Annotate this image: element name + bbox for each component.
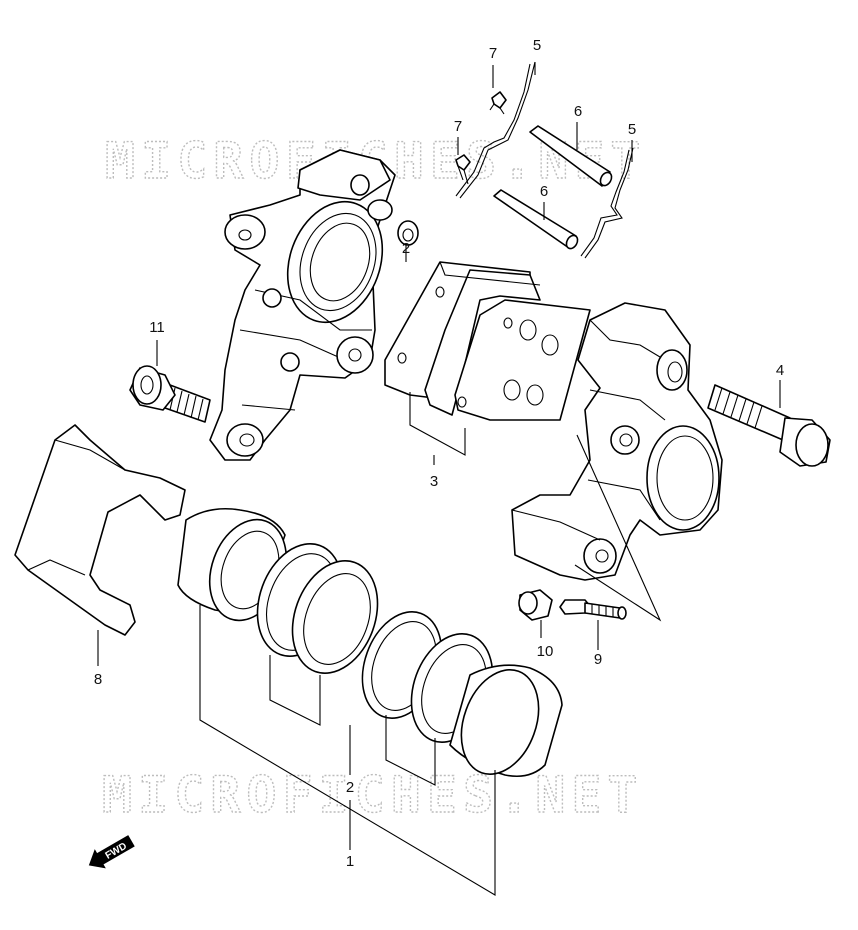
bleeder-valve-part-9 bbox=[559, 599, 627, 620]
callout-10: 10 bbox=[537, 643, 554, 660]
callout-7-lower: 7 bbox=[454, 118, 462, 135]
fwd-label: FWD bbox=[104, 841, 129, 862]
clip-part-7-upper bbox=[489, 91, 507, 115]
callout-5-right: 5 bbox=[628, 121, 636, 138]
callout-numbers: 5 7 7 6 5 6 2 11 4 3 10 9 8 2 1 bbox=[94, 37, 784, 870]
callout-5-upper: 5 bbox=[533, 37, 541, 54]
watermark-bottom: MICROFICHES.NET bbox=[102, 766, 644, 824]
piston-seal-part-2-upper bbox=[256, 543, 379, 674]
fwd-arrow-icon: FWD bbox=[88, 835, 135, 869]
piston-part-1-upper bbox=[177, 507, 288, 622]
pad-spring-plate-part-8 bbox=[14, 424, 186, 636]
pad-pin-part-6-upper bbox=[529, 125, 613, 187]
pad-spring-part-5-left bbox=[455, 61, 536, 199]
bolt-part-11 bbox=[129, 365, 211, 423]
callout-3: 3 bbox=[430, 473, 438, 490]
seal-part-2-top bbox=[397, 220, 419, 246]
pad-pin-part-6-lower bbox=[493, 189, 579, 250]
piston-part-1-lower bbox=[449, 664, 563, 778]
callout-9: 9 bbox=[594, 651, 602, 668]
clip-part-7-lower bbox=[455, 154, 471, 185]
callout-2-bottom: 2 bbox=[346, 779, 354, 796]
bolt-part-4 bbox=[707, 384, 831, 467]
callout-1: 1 bbox=[346, 853, 354, 870]
callout-11: 11 bbox=[149, 319, 165, 336]
pad-spring-part-5-right bbox=[580, 147, 634, 259]
callout-6-lower: 6 bbox=[540, 183, 548, 200]
leader-lines bbox=[97, 62, 781, 896]
callout-8: 8 bbox=[94, 671, 102, 688]
callout-2-top: 2 bbox=[402, 240, 410, 257]
caliper-body bbox=[511, 302, 723, 581]
bleeder-cap-part-10 bbox=[518, 589, 553, 621]
callout-7-upper: 7 bbox=[489, 45, 497, 62]
callout-6-upper: 6 bbox=[574, 103, 582, 120]
brake-pads-part-3 bbox=[384, 261, 591, 421]
caliper-bracket bbox=[209, 149, 396, 461]
callout-4: 4 bbox=[776, 362, 784, 379]
